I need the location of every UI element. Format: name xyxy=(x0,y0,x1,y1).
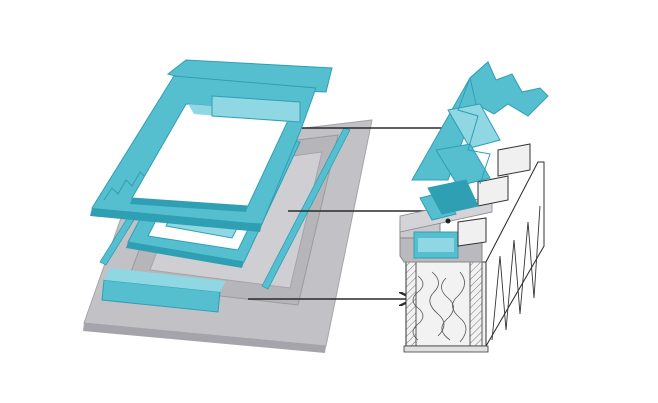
section-timber-frame xyxy=(403,161,545,353)
exploded-assembly xyxy=(83,59,373,353)
cross-section-detail xyxy=(399,61,549,353)
outer-flashing-frame xyxy=(90,59,333,232)
section-flashing-profile xyxy=(411,61,549,215)
section-blocks xyxy=(457,143,531,247)
callout-arrows xyxy=(248,128,460,299)
